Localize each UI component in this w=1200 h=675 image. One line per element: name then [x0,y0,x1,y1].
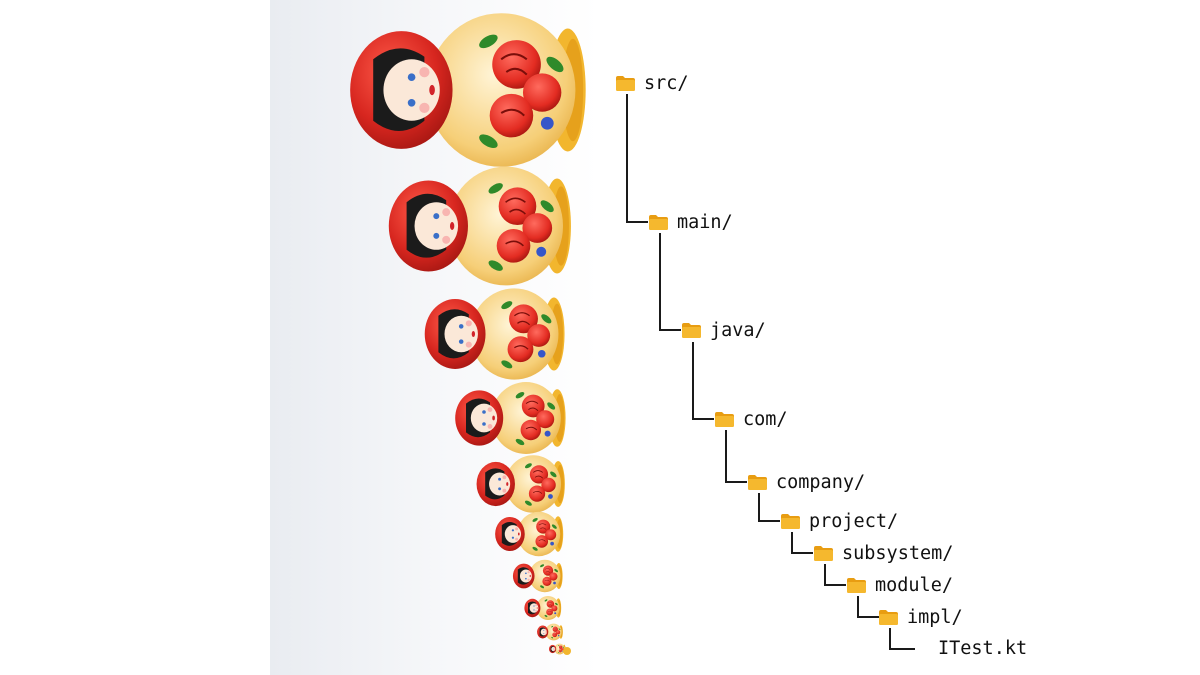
tree-folder-company: company/ [748,470,865,494]
tree-folder-com: com/ [715,407,788,431]
tree-folder-subsystem: subsystem/ [814,541,953,565]
tree-folder-src: src/ [616,71,689,95]
folder-icon [715,411,734,427]
folder-name: impl/ [907,606,963,628]
folder-name: main/ [677,211,733,233]
folder-name: company/ [776,471,866,493]
tree-folder-java: java/ [682,318,766,342]
folder-icon [649,214,668,230]
folder-icon [814,545,833,561]
tree-folder-main: main/ [649,210,733,234]
nesting-dolls-photo [270,0,599,675]
tree-folder-module: module/ [847,573,953,597]
folder-name: project/ [809,510,899,532]
tree-folder-project: project/ [781,509,898,533]
folder-name: subsystem/ [842,542,954,564]
folder-icon [616,75,635,91]
tree-folder-impl: impl/ [879,605,963,629]
tree-file-itest: ITest.kt [938,638,1028,659]
folder-name: src/ [644,72,689,94]
folder-icon [781,513,800,529]
folder-icon [879,609,898,625]
folder-icon [682,322,701,338]
folder-name: module/ [875,574,953,596]
folder-icon [847,577,866,593]
folder-name: com/ [743,408,788,430]
folder-name: java/ [710,319,766,341]
folder-icon [748,474,767,490]
